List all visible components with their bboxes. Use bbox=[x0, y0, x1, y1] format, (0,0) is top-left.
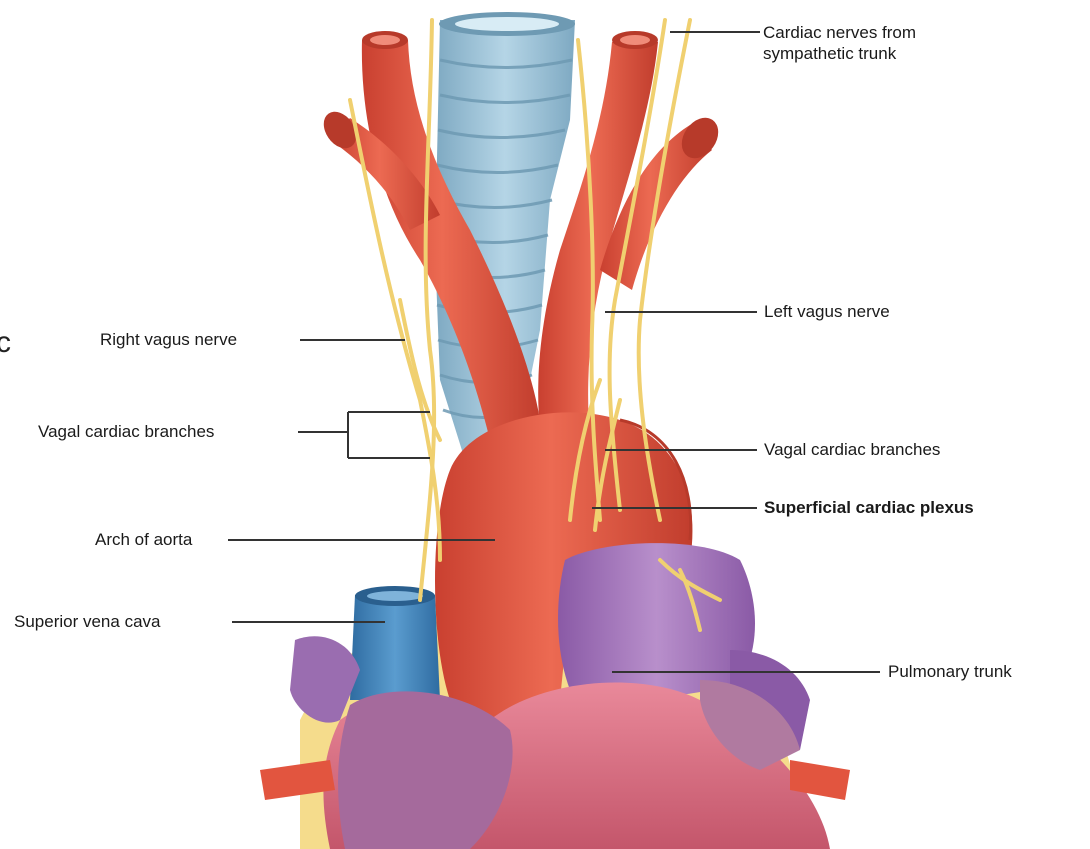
label-arch-of-aorta: Arch of aorta bbox=[95, 530, 192, 550]
label-vagal-cardiac-branches-left: Vagal cardiac branches bbox=[764, 440, 940, 460]
label-superior-vena-cava: Superior vena cava bbox=[14, 612, 160, 632]
edge-glyph: c bbox=[0, 326, 11, 360]
label-pulmonary-trunk: Pulmonary trunk bbox=[888, 662, 1012, 682]
label-superficial-cardiac-plexus: Superficial cardiac plexus bbox=[764, 498, 974, 518]
label-left-vagus-nerve: Left vagus nerve bbox=[764, 302, 890, 322]
superior-vena-cava bbox=[350, 586, 440, 700]
label-cardiac-nerves: Cardiac nerves from sympathetic trunk bbox=[763, 22, 916, 64]
label-vagal-cardiac-branches-right: Vagal cardiac branches bbox=[38, 422, 214, 442]
label-right-vagus-nerve: Right vagus nerve bbox=[100, 330, 237, 350]
